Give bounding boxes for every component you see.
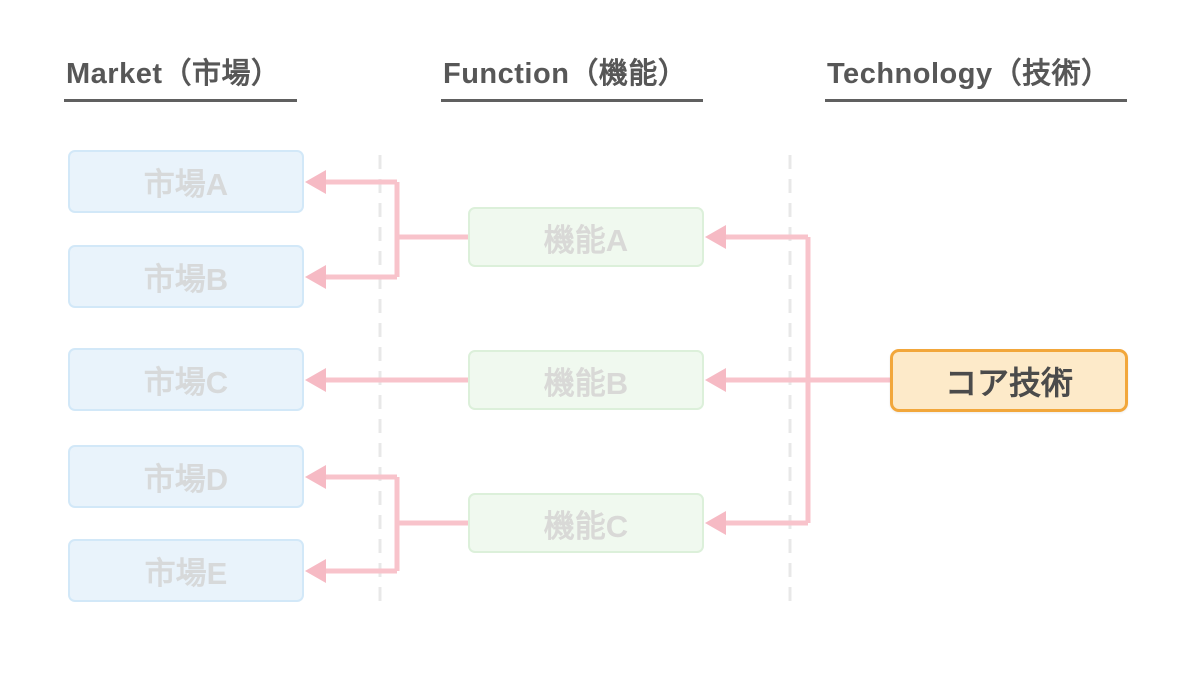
column-header-market: Market（市場） — [64, 50, 297, 102]
edge-group — [322, 179, 890, 574]
function-box-b: 機能B — [468, 350, 704, 410]
arrowheads — [305, 170, 726, 583]
function-box-c: 機能C — [468, 493, 704, 553]
market-box-c: 市場C — [68, 348, 304, 411]
market-box-a: 市場A — [68, 150, 304, 213]
function-box-a: 機能A — [468, 207, 704, 267]
market-box-e: 市場E — [68, 539, 304, 602]
core-technology-box: コア技術 — [890, 349, 1128, 412]
market-box-b: 市場B — [68, 245, 304, 308]
column-header-function: Function（機能） — [441, 50, 704, 102]
market-box-d: 市場D — [68, 445, 304, 508]
column-header-technology: Technology（技術） — [825, 50, 1127, 102]
